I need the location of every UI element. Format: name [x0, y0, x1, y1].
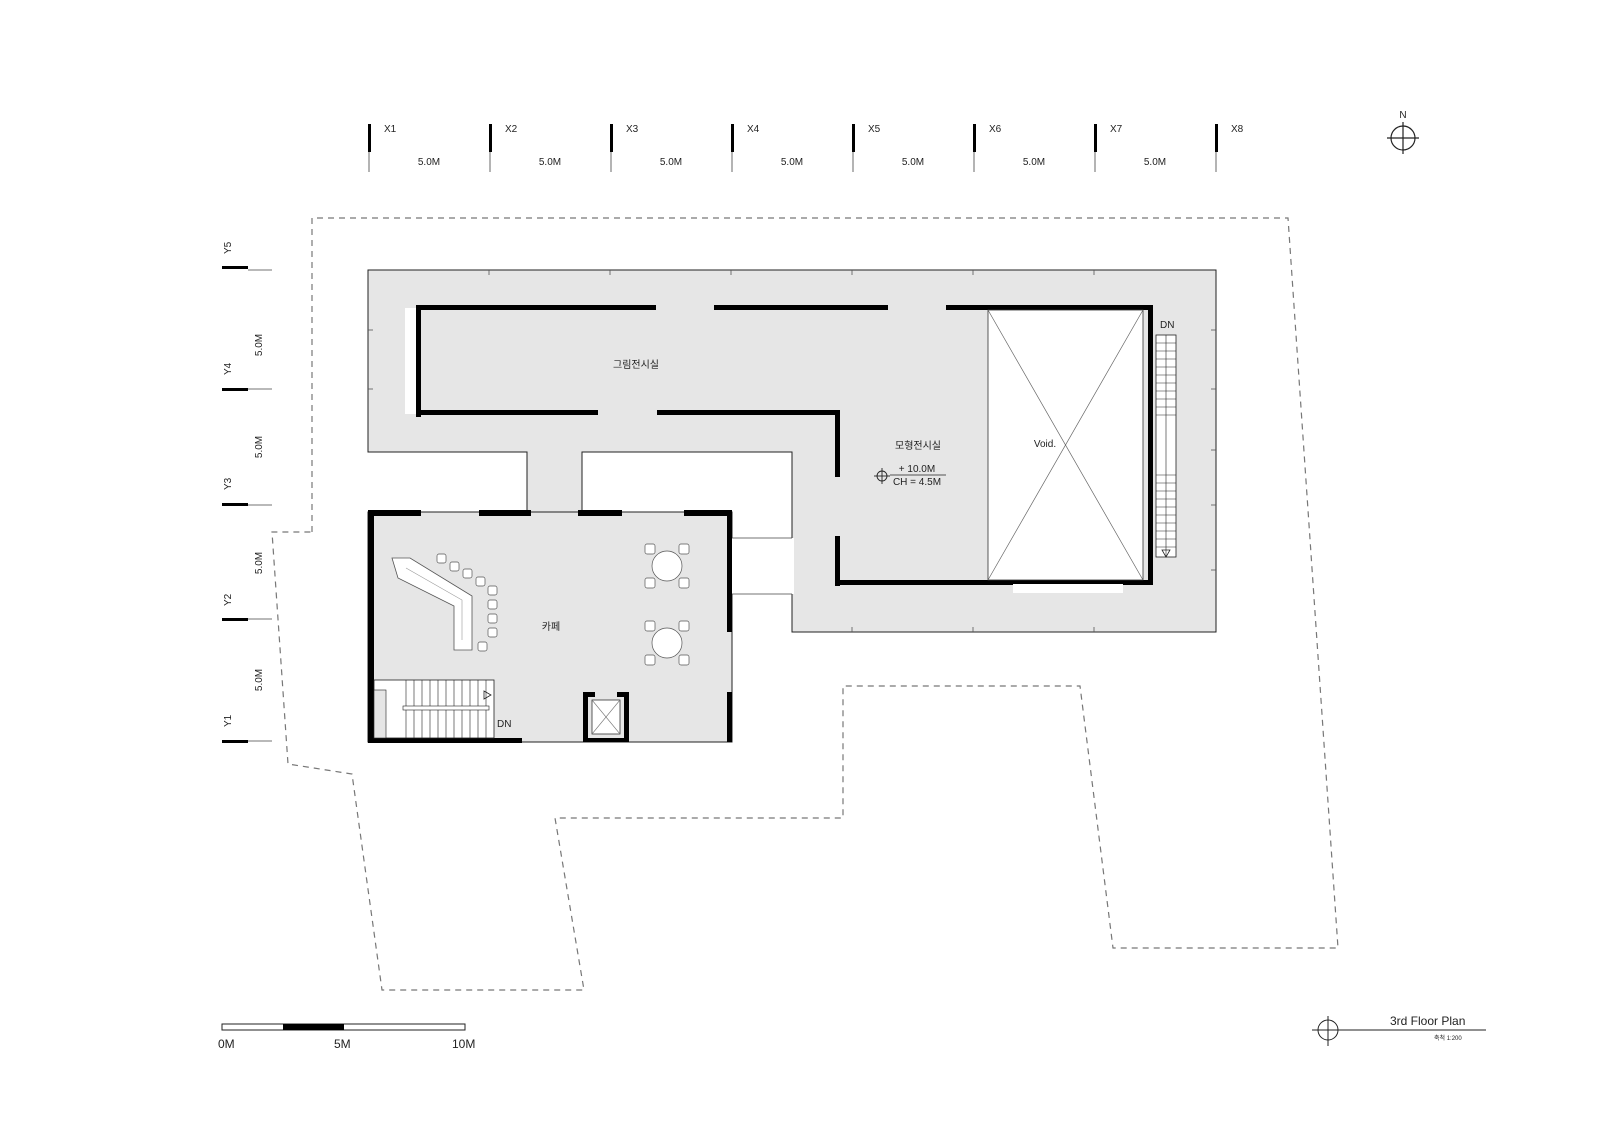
- grid-label-x5: X5: [868, 124, 881, 135]
- cafe-table-2: [644, 620, 690, 666]
- grid-label-x6: X6: [989, 124, 1002, 135]
- grid-x-axes: X1 X2 X3 X4 X5 X6 X7: [368, 124, 1244, 172]
- grid-axis-x1: X1: [368, 124, 397, 172]
- cafe-table-1: [644, 543, 690, 589]
- scale-label-5: 5M: [334, 1037, 351, 1051]
- dim-y4-y3: 5.0M: [254, 436, 265, 458]
- dim-y2-y1: 5.0M: [254, 669, 265, 691]
- dim-x5-x6: 5.0M: [902, 157, 924, 168]
- grid-axis-y3: Y3: [222, 477, 272, 506]
- west-stair: DN: [373, 679, 511, 739]
- grid-axis-x3: X3: [610, 124, 639, 172]
- east-stair-dn-label: DN: [1160, 320, 1174, 331]
- grid-label-x8: X8: [1231, 124, 1244, 135]
- grid-axis-y4: Y4: [222, 362, 272, 391]
- dim-y3-y2: 5.0M: [254, 552, 265, 574]
- north-label: N: [1399, 110, 1406, 121]
- elevator-icon: [591, 699, 621, 735]
- room-label-painting-gallery: 그림전시실: [613, 359, 659, 371]
- east-stair: DN: [1155, 320, 1177, 558]
- grid-label-y1: Y1: [223, 714, 234, 727]
- bar-stools: [436, 553, 498, 652]
- dim-x3-x4: 5.0M: [660, 157, 682, 168]
- plan-scale: 축척 1:200: [1434, 1034, 1462, 1042]
- grid-axis-x7: X7: [1094, 124, 1123, 172]
- grid-label-x3: X3: [626, 124, 639, 135]
- cafe-counter: [391, 557, 473, 651]
- grid-label-y2: Y2: [223, 593, 234, 606]
- dim-x2-x3: 5.0M: [539, 157, 561, 168]
- grid-label-x1: X1: [384, 124, 397, 135]
- dim-x4-x5: 5.0M: [781, 157, 803, 168]
- dim-y5-y4: 5.0M: [254, 334, 265, 356]
- grid-axis-x2: X2: [489, 124, 518, 172]
- void-opening: Void.: [987, 309, 1144, 593]
- room-label-model-gallery: 모형전시실: [895, 440, 941, 452]
- dim-x1-x2: 5.0M: [418, 157, 440, 168]
- grid-label-x7: X7: [1110, 124, 1123, 135]
- void-label: Void.: [1034, 439, 1056, 450]
- grid-label-y3: Y3: [223, 477, 234, 490]
- grid-axis-y5: Y5: [222, 241, 272, 271]
- grid-axis-y1: Y1: [222, 714, 272, 743]
- north-arrow: N: [1387, 110, 1419, 154]
- dim-x6-x7: 5.0M: [1023, 157, 1045, 168]
- grid-label-x4: X4: [747, 124, 760, 135]
- grid-axis-x8: X8: [1215, 124, 1244, 172]
- title-block: 3rd Floor Plan 축척 1:200: [1312, 1014, 1486, 1046]
- scale-label-0: 0M: [218, 1037, 235, 1051]
- level-elevation: + 10.0M: [899, 464, 935, 475]
- west-stair-dn-label: DN: [497, 719, 511, 730]
- grid-axis-x6: X6: [973, 124, 1002, 172]
- walls: [368, 305, 1153, 743]
- grid-axis-x5: X5: [852, 124, 881, 172]
- level-marker: + 10.0M CH = 4.5M: [874, 464, 946, 488]
- grid-y-axes: Y5 Y4 Y3 Y2 Y1 5.0M 5.0M 5.0M 5.0M: [222, 241, 272, 743]
- grid-label-y5: Y5: [223, 241, 234, 254]
- site-boundary-north: [271, 217, 1339, 991]
- level-ceiling-height: CH = 4.5M: [893, 477, 941, 488]
- grid-axis-x4: X4: [731, 124, 760, 172]
- dim-x7-x8: 5.0M: [1144, 157, 1166, 168]
- scale-label-10: 10M: [452, 1037, 475, 1051]
- room-label-cafe: 카페: [542, 621, 560, 633]
- grid-axis-y2: Y2: [222, 593, 272, 621]
- grid-label-y4: Y4: [223, 362, 234, 375]
- grid-label-x2: X2: [505, 124, 518, 135]
- plan-title: 3rd Floor Plan: [1390, 1014, 1465, 1028]
- scale-bar: 0M 5M 10M: [218, 1023, 475, 1051]
